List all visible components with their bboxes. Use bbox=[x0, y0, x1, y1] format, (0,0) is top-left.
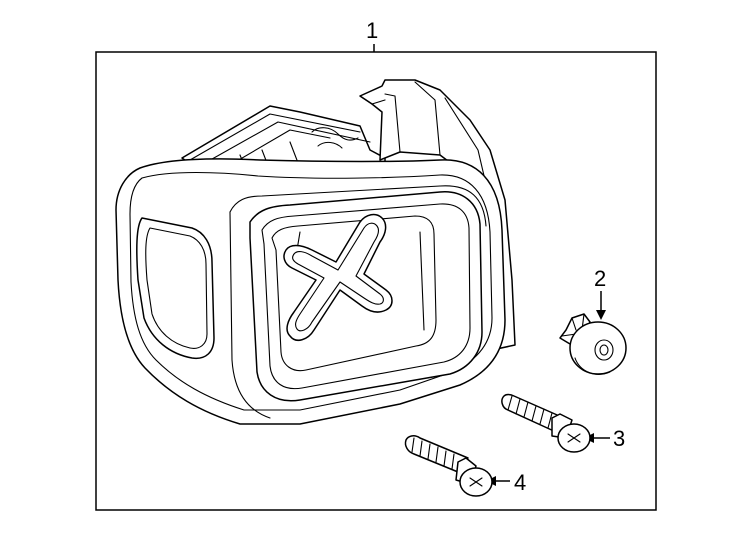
tail-lamp-assembly-icon bbox=[115, 79, 516, 425]
callout-4-label: 4 bbox=[514, 470, 526, 495]
callout-2-label: 2 bbox=[594, 266, 606, 291]
callout-1-label: 1 bbox=[366, 18, 378, 43]
diagram-frame bbox=[95, 51, 657, 511]
mounting-bolt-3-icon bbox=[501, 393, 591, 453]
callout-2-arrow bbox=[596, 291, 606, 320]
lamp-socket-nut-icon bbox=[559, 313, 627, 375]
callout-3-label: 3 bbox=[613, 426, 625, 451]
mounting-bolt-4-icon bbox=[404, 435, 493, 497]
